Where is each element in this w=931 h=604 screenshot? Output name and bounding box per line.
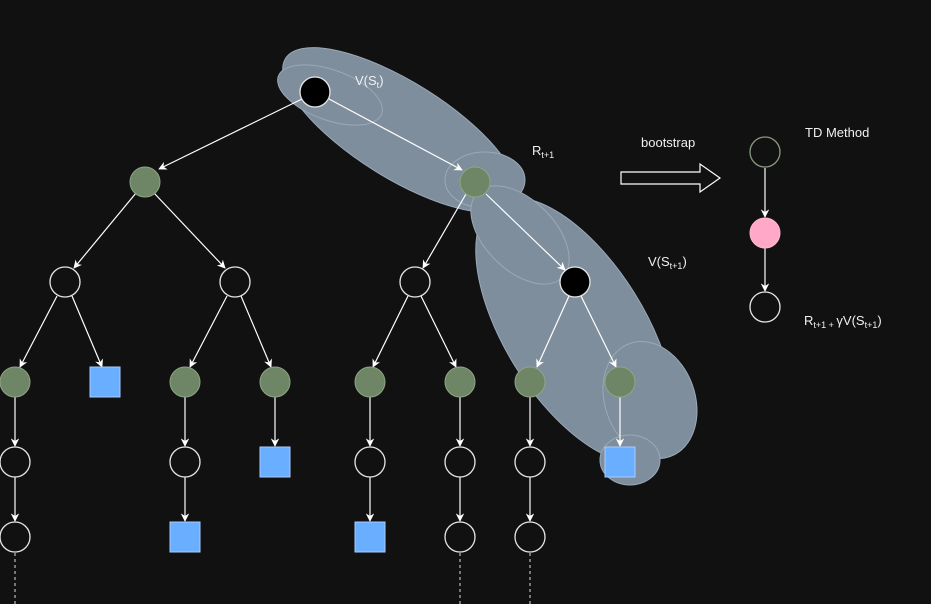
edge [240,295,272,368]
td-middle-node [749,217,781,249]
td-start-node [749,136,781,168]
label-v-st1: V(St+1) [648,254,687,271]
state-node [514,521,546,553]
state-node [0,446,31,478]
label-td-target: Rt+1 + γV(St+1) [804,313,882,330]
action-node [514,366,546,398]
state-node [354,446,386,478]
edge [71,295,103,368]
edge [158,98,303,170]
edge [153,192,226,269]
terminal-node [259,446,291,478]
highlight-blob-lower [470,185,698,486]
action-node [444,366,476,398]
continuation-lines [14,553,531,604]
edge [580,295,617,368]
label-bootstrap: bootstrap [641,135,696,150]
action-node [354,366,386,398]
terminal-node [354,521,386,553]
state-node [169,446,201,478]
state-node [444,446,476,478]
state-node [219,266,251,298]
label-r-t1: Rt+1 [532,143,555,160]
label-td-method: TD Method [805,125,870,140]
action-node [0,366,31,398]
state-node [0,521,31,553]
action-node [169,366,201,398]
edge [536,295,570,368]
edge [422,193,467,269]
state-node [444,521,476,553]
terminal-node [169,521,201,553]
edges [10,98,770,522]
state-node [514,446,546,478]
edge [19,295,58,368]
action-node [129,166,161,198]
edge [420,295,457,368]
action-node [259,366,291,398]
action-node [604,366,636,398]
state-node-st [299,76,331,108]
state-node [49,266,81,298]
edge [328,98,463,171]
bootstrap-arrow-icon [620,162,722,194]
terminal-node [604,446,636,478]
edge [372,295,409,368]
action-node [459,166,491,198]
td-target-node [749,291,781,323]
label-v-st: V(St) [355,73,384,90]
edge [485,193,566,271]
state-node-st1 [559,266,591,298]
edge [73,192,137,269]
terminal-node [89,366,121,398]
edge [189,295,228,368]
state-node [399,266,431,298]
